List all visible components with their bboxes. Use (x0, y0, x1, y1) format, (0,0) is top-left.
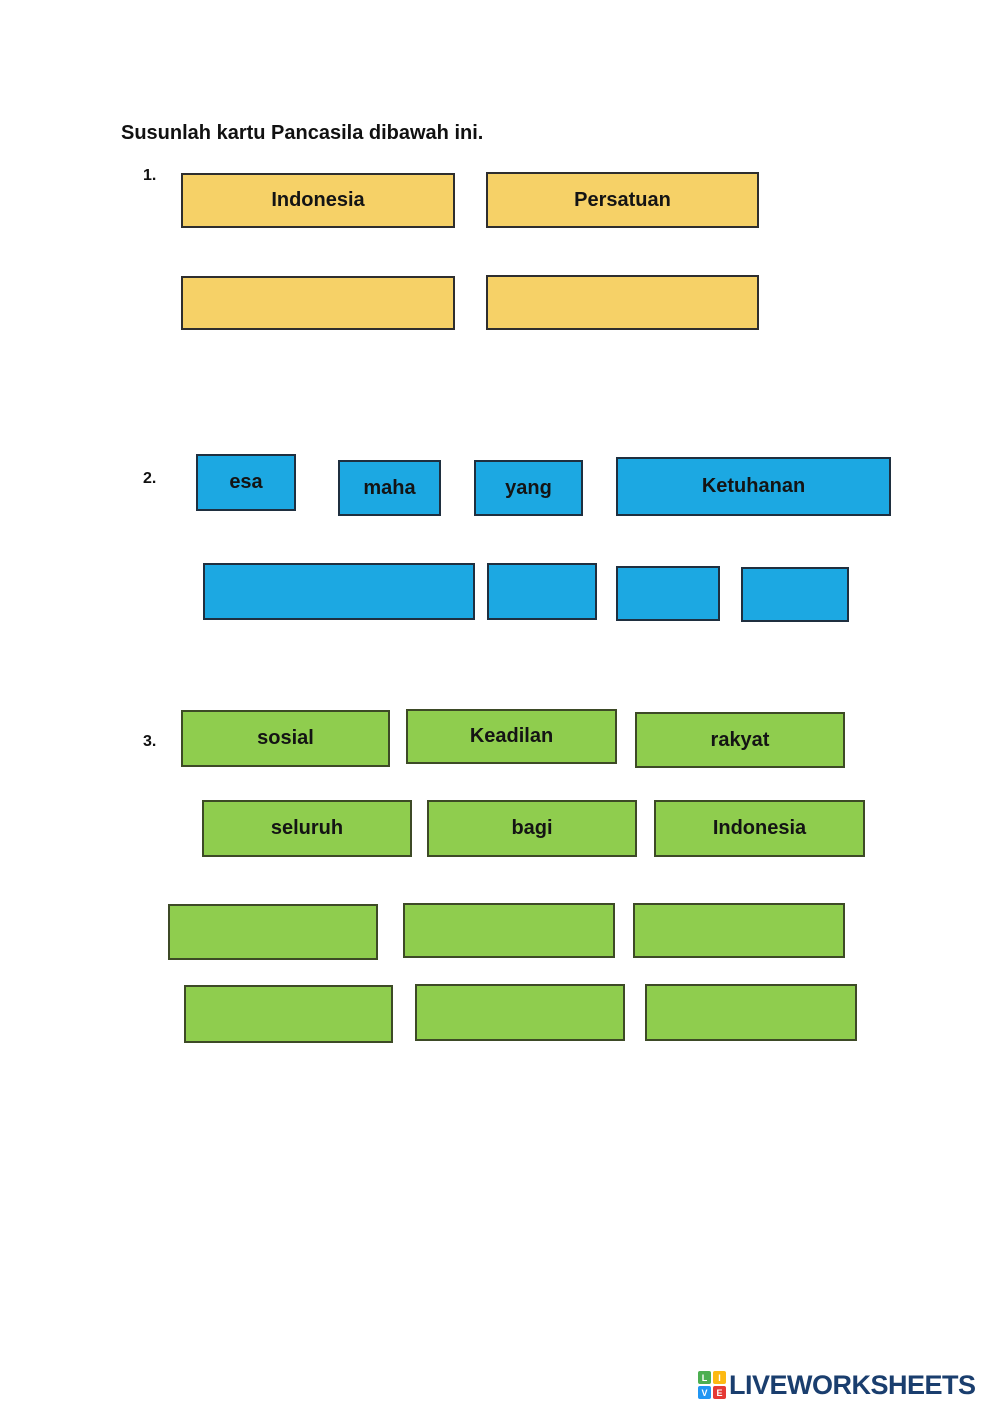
word-card-rakyat[interactable]: rakyat (635, 712, 845, 768)
answer-slot-3-6[interactable] (645, 984, 857, 1041)
word-card-yang[interactable]: yang (474, 460, 583, 516)
logo-square-l: L (698, 1371, 711, 1384)
liveworksheets-logo[interactable]: L I V E LIVEWORKSHEETS (698, 1371, 976, 1399)
word-card-seluruh[interactable]: seluruh (202, 800, 412, 857)
logo-square-v: V (698, 1386, 711, 1399)
answer-slot-3-4[interactable] (184, 985, 393, 1043)
answer-slot-2-1[interactable] (203, 563, 475, 620)
answer-slot-1-1[interactable] (181, 276, 455, 330)
answer-slot-2-2[interactable] (487, 563, 597, 620)
section-2-number: 2. (143, 470, 157, 487)
word-card-sosial[interactable]: sosial (181, 710, 390, 767)
answer-slot-3-5[interactable] (415, 984, 625, 1041)
liveworksheets-brand-text: LIVEWORKSHEETS (729, 1369, 976, 1400)
word-card-keadilan[interactable]: Keadilan (406, 709, 617, 764)
word-card-esa[interactable]: esa (196, 454, 296, 511)
answer-slot-3-3[interactable] (633, 903, 845, 958)
section-3-number: 3. (143, 733, 157, 750)
logo-square-e: E (713, 1386, 726, 1399)
word-card-bagi[interactable]: bagi (427, 800, 637, 857)
answer-slot-3-2[interactable] (403, 903, 615, 958)
worksheet-title: Susunlah kartu Pancasila dibawah ini. (121, 122, 484, 144)
logo-square-i: I (713, 1371, 726, 1384)
answer-slot-1-2[interactable] (486, 275, 759, 330)
liveworksheets-logo-icon: L I V E (698, 1371, 726, 1399)
word-card-indonesia-1[interactable]: Indonesia (181, 173, 455, 228)
word-card-indonesia-2[interactable]: Indonesia (654, 800, 865, 857)
word-card-maha[interactable]: maha (338, 460, 441, 516)
answer-slot-2-3[interactable] (616, 566, 720, 621)
word-card-ketuhanan[interactable]: Ketuhanan (616, 457, 891, 516)
section-1-number: 1. (143, 167, 157, 184)
word-card-persatuan[interactable]: Persatuan (486, 172, 759, 228)
answer-slot-2-4[interactable] (741, 567, 849, 622)
answer-slot-3-1[interactable] (168, 904, 378, 960)
